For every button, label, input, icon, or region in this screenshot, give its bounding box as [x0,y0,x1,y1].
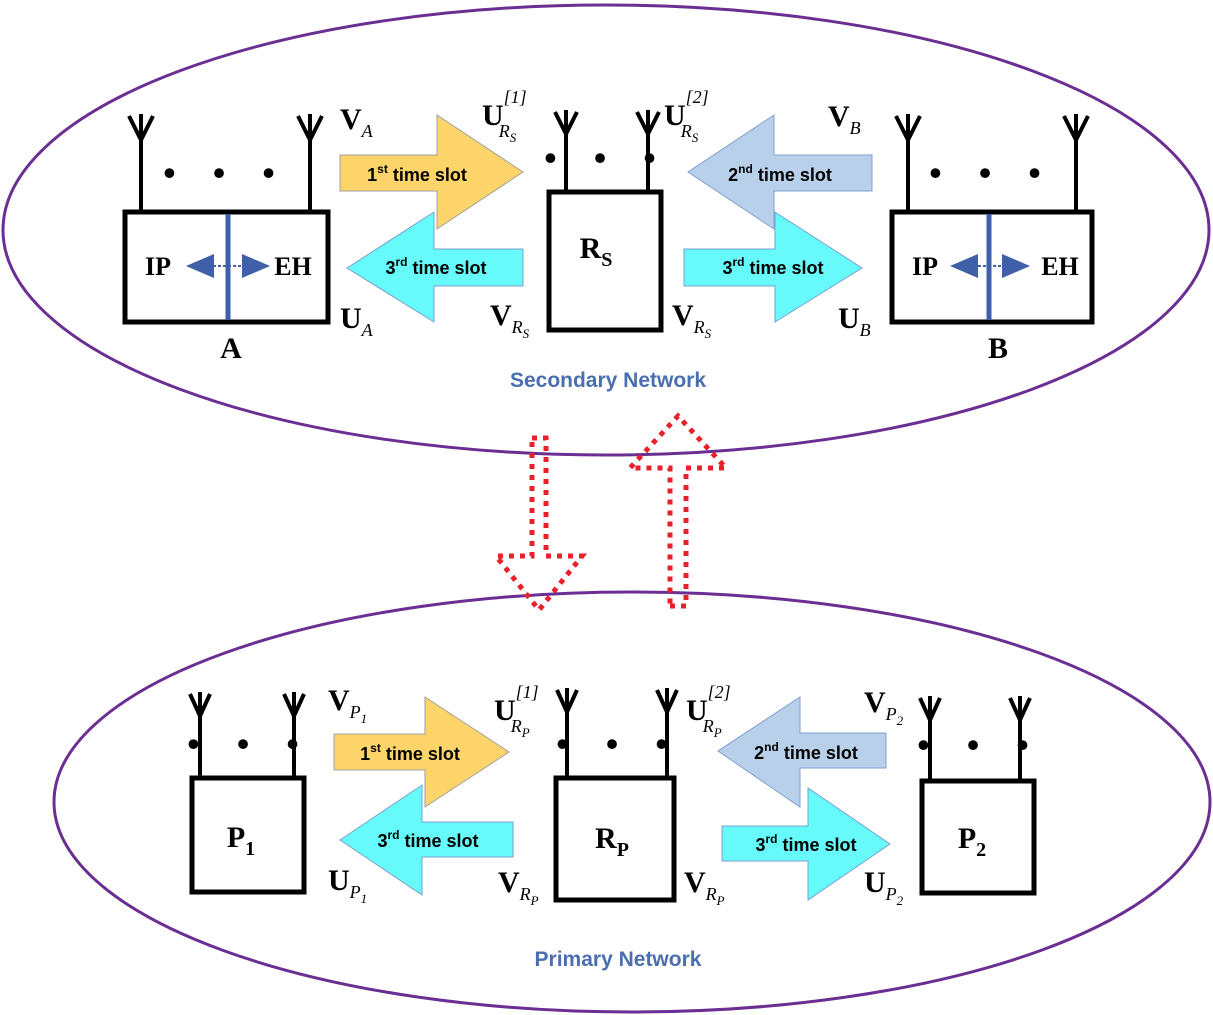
vector-v-rs-left: VRS [490,299,530,341]
arrow-2nd-slot-primary: 2nd time slot [717,696,887,808]
eh-label-a: EH [274,252,312,281]
ip-label-b: IP [912,252,938,281]
vector-v-p2: VP2 [864,686,904,728]
secondary-network-ellipse [1,3,1211,457]
antenna-icon [282,692,306,778]
interference-arrow-down [490,435,588,615]
arrow-3rd-slot-primary-left: 3rd time slot [339,784,514,896]
antenna-dots: • • • [163,153,289,193]
node-p2-label: P2 [958,822,986,861]
antenna-icon [296,114,324,212]
arrow-right-icon [242,254,270,278]
vector-u-rp-2: U[2]RP [686,682,731,740]
vector-u-rs-2: U[2]RS [664,87,709,145]
antenna-dots: • • • [556,724,682,764]
vector-v-a: VA [340,103,374,141]
eh-label-b: EH [1041,252,1079,281]
arrow-1st-slot-primary: 1st time slot [333,696,510,808]
antenna-icon [918,696,942,781]
antenna-icon [894,114,922,212]
vector-u-rs-1: U[1]RS [482,87,527,145]
arrow-3rd-slot-primary-right: 3rd time slot [721,787,891,901]
node-p2: P2 • • • [917,696,1043,896]
svg-text:3rd time slot: 3rd time slot [377,828,478,851]
antenna-icon [1008,696,1032,781]
arrow-3rd-slot-secondary-left: 3rd time slot [346,211,524,323]
antenna-icon [655,688,679,778]
antenna-icon [553,110,579,192]
arrow-left-icon [186,254,214,278]
node-rp: RP • • • [553,688,682,903]
vector-u-rp-1: U[1]RP [494,682,539,740]
antenna-icon [555,688,579,778]
vector-v-rp-right: VRP [684,866,725,908]
vector-u-b: UB [838,302,871,340]
node-p1: P1 • • • [187,692,313,895]
arrow-right-icon [1002,254,1030,278]
antenna-dots: • • • [544,138,670,178]
node-b-label: B [988,332,1008,365]
vector-v-rp-left: VRP [498,866,539,908]
svg-text:3rd time slot: 3rd time slot [385,255,486,278]
arrow-1st-slot-secondary: 1st time slot [339,114,524,230]
vector-v-p1: VP1 [328,684,367,726]
arrow-2nd-slot-secondary: 2nd time slot [687,114,873,230]
secondary-network-label: Secondary Network [510,369,706,392]
antenna-dots: • • • [187,724,313,764]
node-a: IP EH A • • • [122,114,331,365]
arrow-left-icon [950,254,978,278]
vector-u-p1: UP1 [328,864,367,906]
interference-arrow-up [624,412,732,609]
antenna-icon [127,114,155,212]
vector-u-p2: UP2 [864,866,904,908]
node-rs-label: RS [580,232,613,271]
svg-text:2nd time slot: 2nd time slot [728,162,832,185]
antenna-dots: • • • [917,725,1043,765]
vector-v-rs-right: VRS [672,299,712,341]
node-a-label: A [220,332,242,365]
ip-label-a: IP [145,252,171,281]
node-rs: RS • • • [544,110,670,333]
antenna-icon [188,692,212,778]
primary-network-ellipse [52,590,1212,1014]
antenna-icon [1062,114,1090,212]
arrow-3rd-slot-secondary-right: 3rd time slot [683,211,863,323]
svg-text:3rd time slot: 3rd time slot [755,832,856,855]
vector-v-b: VB [828,100,861,138]
primary-network-label: Primary Network [535,948,702,971]
node-rp-label: RP [595,822,629,861]
node-p1-label: P1 [227,821,255,860]
svg-text:1st time slot: 1st time slot [367,162,467,185]
svg-text:2nd time slot: 2nd time slot [754,740,858,763]
svg-text:3rd time slot: 3rd time slot [722,255,823,278]
node-b: IP EH B • • • [889,114,1095,365]
antenna-icon [635,110,661,192]
svg-text:1st time slot: 1st time slot [360,741,460,764]
antenna-dots: • • • [929,153,1055,193]
vector-u-a: UA [340,302,374,340]
